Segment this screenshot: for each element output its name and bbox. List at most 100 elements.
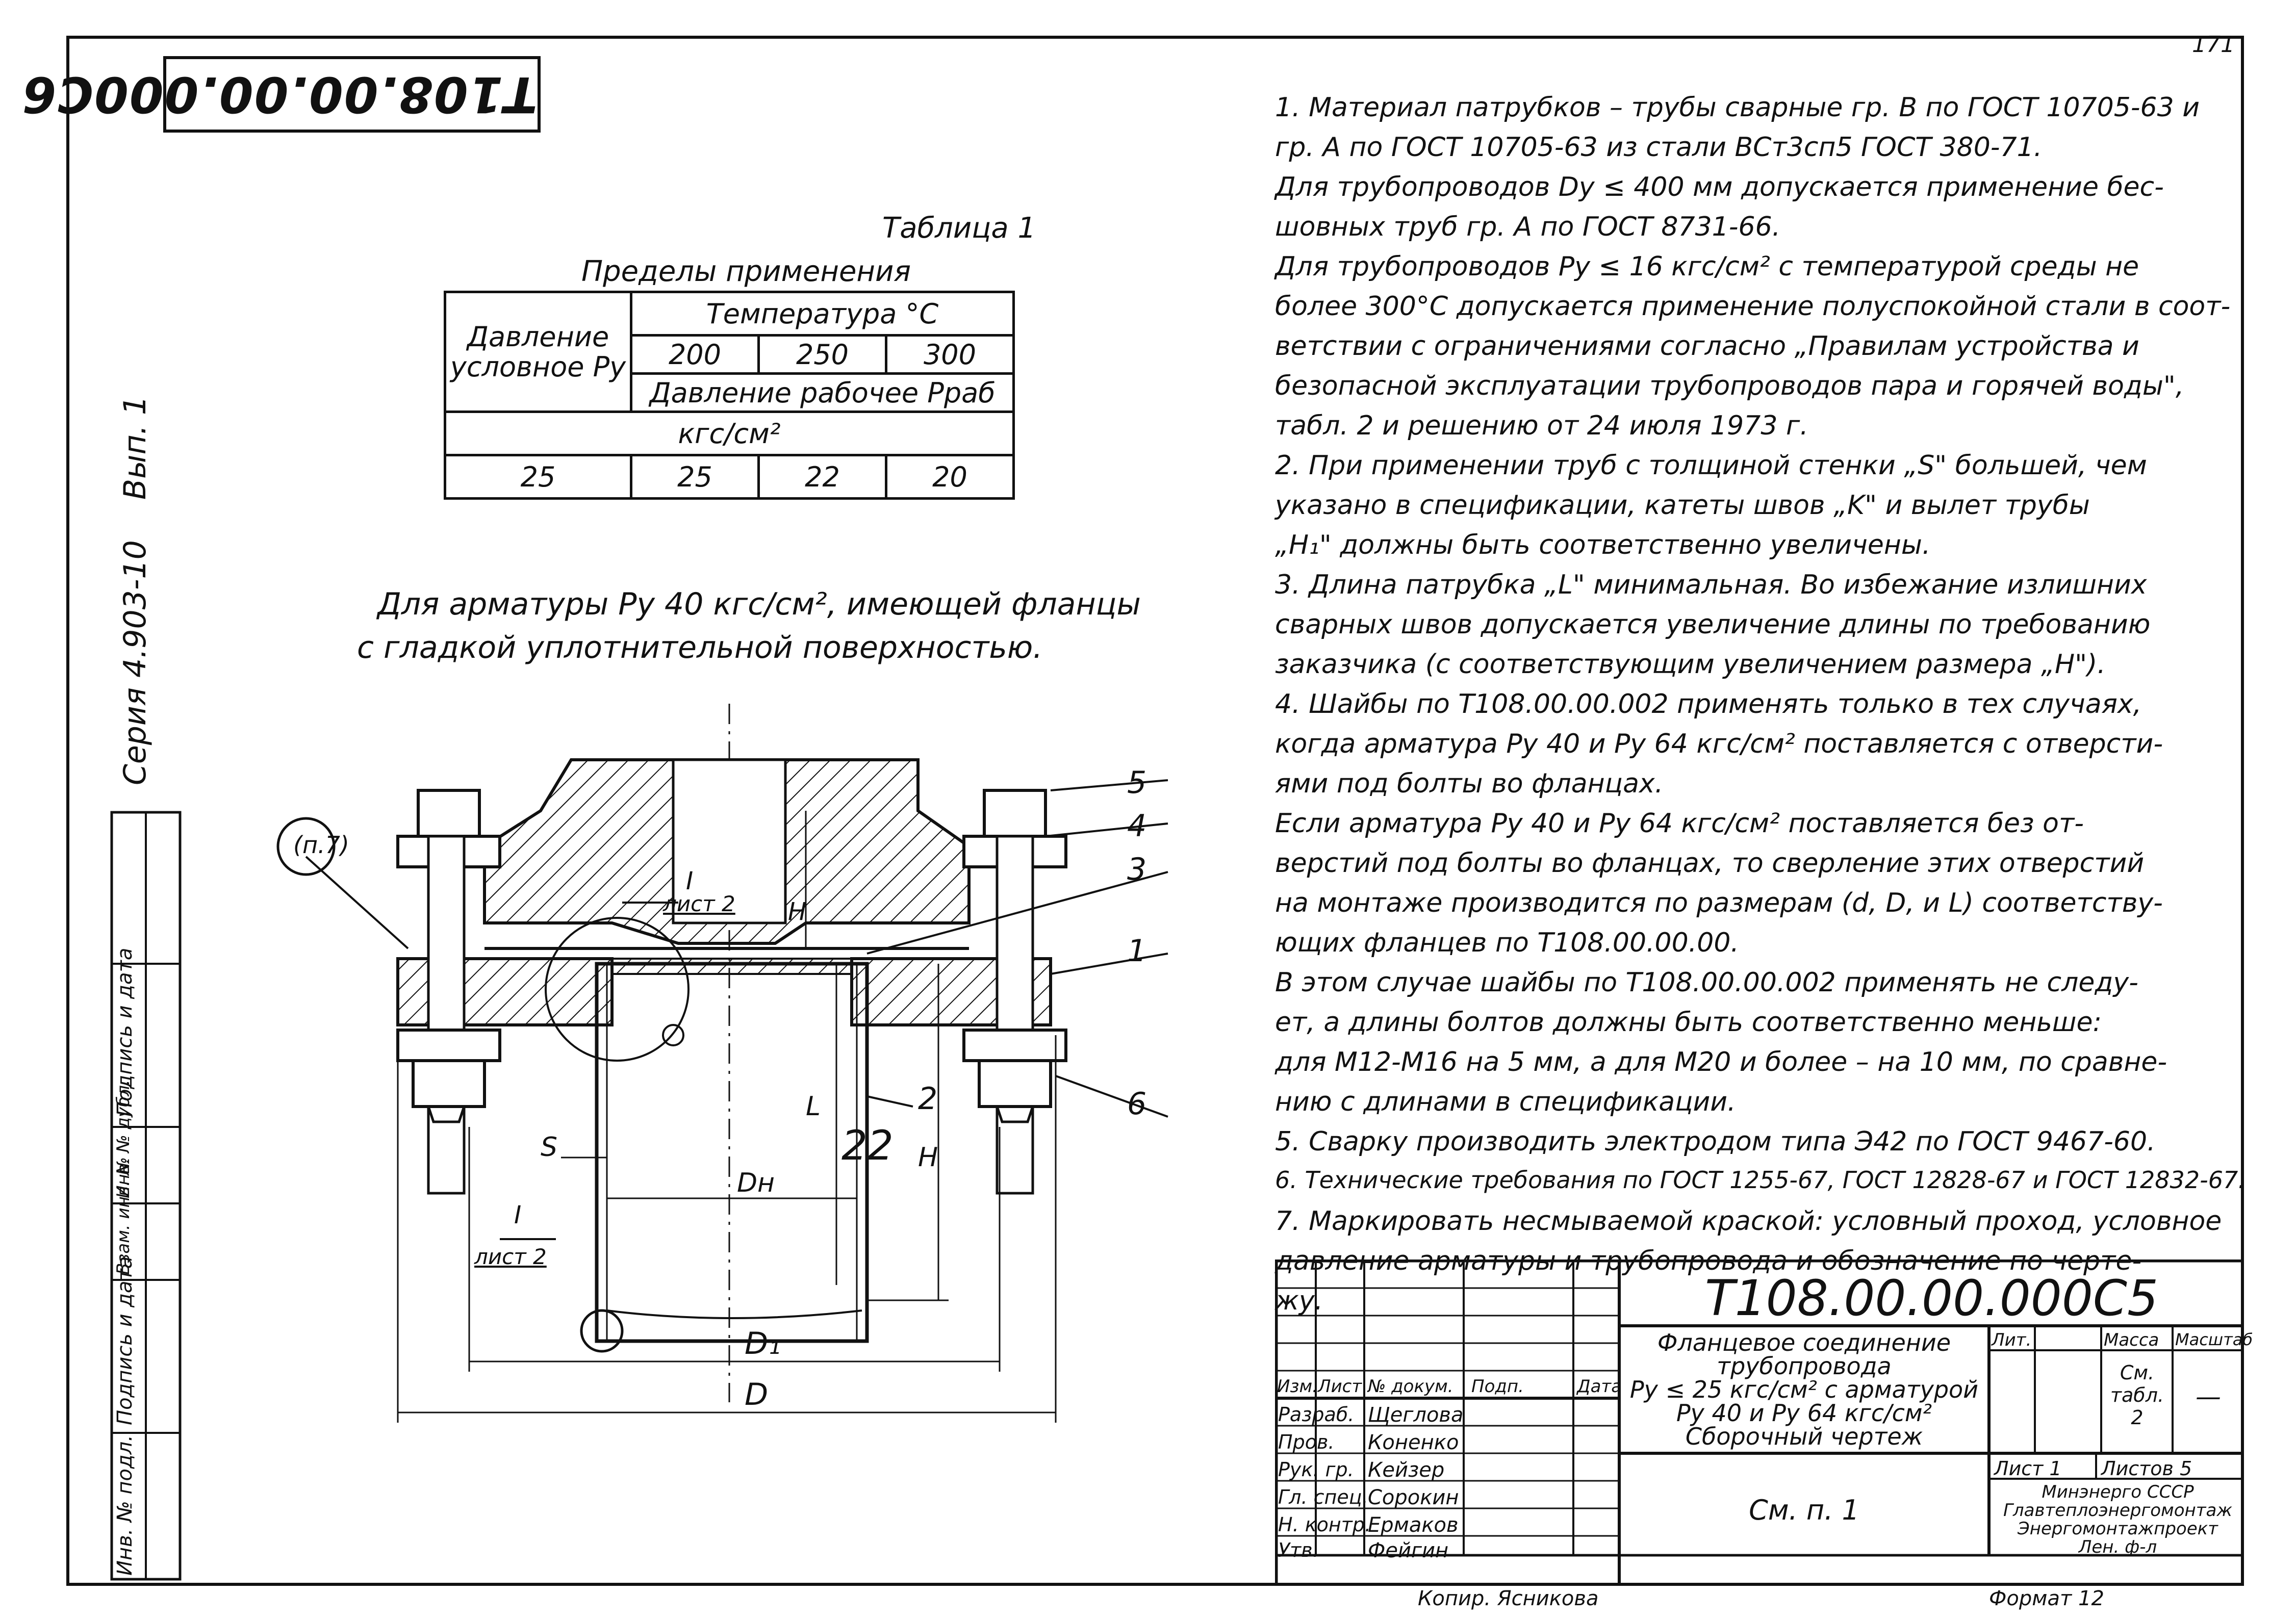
stamp-22: 22	[841, 1122, 894, 1169]
tb-org: Минэнерго СССР Главтеплоэнергомонтаж Эне…	[1992, 1483, 2244, 1556]
tb-role: Гл. спец.	[1278, 1486, 1368, 1508]
value-cell: 25	[444, 454, 632, 500]
note-line: заказчика (с соответствующим увеличением…	[1275, 649, 2106, 680]
tb-mass-value: См. табл. 2	[2110, 1361, 2164, 1429]
temp-cell: 300	[884, 334, 1015, 375]
units-row: кгс/см²	[444, 410, 1015, 456]
tb-title-line: Фланцевое соединение	[1657, 1329, 1951, 1356]
note-line: Для трубопроводов Ру ≤ 16 кгс/см² с темп…	[1275, 251, 2139, 282]
dim-L: L	[806, 1091, 821, 1122]
page-number: 171	[2192, 32, 2235, 58]
note-line: Для трубопроводов Dу ≤ 400 мм допускаетс…	[1275, 172, 2164, 202]
note-line: на монтаже производится по размерам (d, …	[1275, 888, 2163, 918]
tb-org-line: Главтеплоэнергомонтаж	[2003, 1500, 2233, 1521]
tb-col-sign: Подп.	[1471, 1376, 1524, 1397]
dim-D1: D₁	[745, 1326, 781, 1361]
tb-title-line: трубопровода	[1717, 1352, 1892, 1380]
note-line: ющих фланцев по Т108.00.00.00.	[1275, 928, 1739, 958]
series-text: Серия 4.903-10	[117, 540, 153, 785]
value-cell: 22	[757, 454, 887, 500]
tb-name: Щеглова	[1368, 1403, 1464, 1427]
temp-cell: 250	[757, 334, 887, 375]
tb-doc-code: Т108.00.00.000С5	[1704, 1270, 2159, 1327]
tb-org-line: Минэнерго СССР	[2042, 1482, 2194, 1502]
table1-caption: Таблица 1	[882, 212, 1036, 245]
section-sheet-bottom: лист 2	[474, 1244, 547, 1269]
note-line: более 300°С допускается применение полус…	[1275, 291, 2231, 322]
note-line: „H₁" должны быть соответственно увеличен…	[1275, 530, 1931, 560]
tb-sheet: Лист 1	[1994, 1457, 2062, 1480]
tb-material-ref: См. п. 1	[1749, 1494, 1859, 1526]
strip-label-sign-date-1: Подпись и дата	[113, 1256, 137, 1425]
format-label: Формат 12	[1989, 1587, 2104, 1610]
note-line: 5. Сварку производить электродом типа Э4…	[1275, 1126, 2156, 1157]
temperature-header: Температура °С	[630, 291, 1015, 337]
drawing-caption-2: с гладкой уплотнительной поверхностью.	[357, 630, 1043, 665]
title-block: Изм. Лист № докум. Подп. Дата Разраб. Пр…	[1275, 1260, 2253, 1586]
tb-title: Фланцевое соединение трубопровода Ру ≤ 2…	[1622, 1331, 1986, 1448]
callout-1: 1	[1127, 933, 1147, 969]
strip-label-sign-date-2: Подпись и дата	[113, 947, 137, 1117]
tb-name: Ермаков	[1368, 1513, 1459, 1537]
callout-6: 6	[1127, 1086, 1147, 1122]
tb-org-line: Энергомонтажпроект	[2018, 1519, 2218, 1539]
title-block-grid	[1275, 1260, 2244, 1586]
tb-col-izm: Изм.	[1277, 1376, 1318, 1397]
rotated-doc-code-stamp: Т108.00.00.000С6	[21, 56, 541, 133]
section-mark-top: I	[686, 867, 694, 895]
tb-title-line: Сборочный чертеж	[1685, 1423, 1923, 1450]
value-cell: 20	[884, 454, 1015, 500]
tb-name: Коненко	[1368, 1431, 1459, 1454]
pressure-header: Давление условное Pу	[444, 291, 632, 413]
note-line: когда арматура Ру 40 и Ру 64 кгс/см² пос…	[1275, 729, 2163, 759]
tb-role: Разраб.	[1278, 1403, 1355, 1426]
note-line: 6. Технические требования по ГОСТ 1255-6…	[1275, 1166, 2246, 1194]
tb-name: Сорокин	[1368, 1486, 1459, 1509]
note-line: шовных труб гр. А по ГОСТ 8731-66.	[1275, 212, 1781, 242]
tb-title-line: Ру ≤ 25 кгс/см² с арматурой	[1629, 1376, 1979, 1403]
note-line: для М12-М16 на 5 мм, а для М20 и более –…	[1275, 1047, 2167, 1077]
tb-role: Пров.	[1278, 1431, 1335, 1453]
tb-lit-label: Лит.	[1992, 1330, 2032, 1350]
temp-cell: 200	[630, 334, 760, 375]
tb-col-doc: № докум.	[1368, 1376, 1453, 1397]
flange-assembly-drawing	[276, 704, 1168, 1423]
series-label: Серия 4.903-10 Вып. 1	[117, 396, 153, 785]
note-line: 1. Материал патрубков – трубы сварные гр…	[1275, 92, 2200, 123]
note-line: 3. Длина патрубка „L" минимальная. Во из…	[1275, 570, 2147, 600]
dim-Dn: Dн	[737, 1168, 775, 1198]
note-line: ет, а длины болтов должны быть соответст…	[1275, 1007, 2102, 1038]
table1-title: Пределы применения	[581, 255, 911, 288]
tb-col-list: Лист	[1318, 1376, 1362, 1397]
drawing-caption-1: Для арматуры Ру 40 кгс/см², имеющей флан…	[377, 586, 1141, 622]
section-sheet-top: лист 2	[663, 891, 735, 916]
table1: Давление условное Pу Температура °С 200 …	[444, 291, 1015, 500]
dim-S: S	[541, 1132, 558, 1163]
note-line: безопасной эксплуатации трубопроводов па…	[1275, 371, 2184, 401]
drawing-frame	[66, 36, 2244, 1586]
callout-4: 4	[1127, 808, 1147, 844]
issue-text: Вып. 1	[117, 396, 153, 500]
left-strip-grid	[110, 811, 182, 1581]
tb-col-date: Дата	[1577, 1376, 1622, 1397]
item-ref-p7: (п.7)	[293, 831, 349, 859]
note-line: 2. При применении труб с толщиной стенки…	[1275, 450, 2147, 481]
tb-mass-label: Масса	[2104, 1330, 2159, 1350]
working-pressure-header: Давление рабочее Pраб	[630, 372, 1015, 413]
tb-title-line: Ру 40 и Ру 64 кгс/см²	[1676, 1399, 1932, 1427]
note-line: 7. Маркировать несмываемой краской: усло…	[1275, 1206, 2222, 1237]
copied-by: Копир. Ясникова	[1418, 1587, 1599, 1610]
dim-H: H	[918, 1142, 938, 1173]
tb-scale-value: —	[2196, 1382, 2221, 1411]
tb-role: Н. контр.	[1278, 1513, 1371, 1536]
dim-D: D	[745, 1377, 769, 1412]
strip-label-inv-podl: Инв. № подл.	[113, 1435, 137, 1576]
note-line: нию с длинами в спецификации.	[1275, 1087, 1736, 1117]
note-line: ями под болты во фланцах.	[1275, 768, 1664, 799]
rotated-doc-code: Т108.00.00.000С6	[21, 66, 538, 123]
note-line: сварных швов допускается увеличение длин…	[1275, 609, 2151, 640]
callout-3: 3	[1127, 852, 1147, 887]
note-line: указано в спецификации, катеты швов „K" …	[1275, 490, 2090, 521]
callout-5: 5	[1127, 765, 1147, 801]
tb-scale-label: Масштаб	[2175, 1330, 2253, 1349]
